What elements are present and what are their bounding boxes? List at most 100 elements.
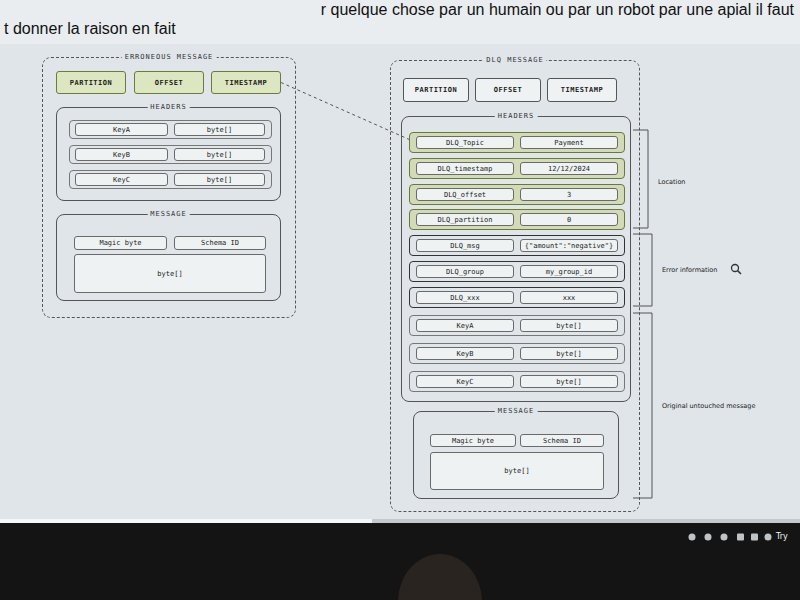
progress-bar (0, 519, 372, 523)
field-text: {"amount":"negative"} (525, 242, 614, 250)
field-box: byte[] (430, 452, 604, 490)
field-box: {"amount":"negative"} (520, 239, 618, 252)
field-box: 12/12/2024 (520, 162, 618, 175)
field-box: DLQ_partition (416, 213, 514, 226)
field-text: byte[] (504, 467, 529, 475)
field-box: my_group_id (520, 265, 618, 278)
field-box: xxx (520, 291, 618, 304)
field-text: byte[] (207, 176, 232, 184)
section-box: HEADERSKeyAbyte[]KeyBbyte[]KeyCbyte[] (56, 107, 281, 201)
field-text: DLQ_msg (450, 242, 480, 250)
field-text: byte[] (556, 350, 581, 358)
zoom-icon (732, 265, 742, 275)
field-box: byte[] (174, 148, 265, 161)
field-box: 3 (520, 188, 618, 201)
field-text: 12/12/2024 (548, 165, 590, 173)
field-text: DLQ_offset (444, 191, 486, 199)
field-text: Schema ID (543, 437, 581, 445)
field-text: TIMESTAMP (561, 86, 603, 94)
field-text: 0 (567, 216, 571, 224)
subtitle-text: r quelque chose par un humain ou par un … (321, 1, 794, 19)
field-text: Magic byte (99, 239, 141, 247)
bracket-label: Error information (662, 266, 717, 274)
bracket-label: Original untouched message (662, 402, 755, 410)
dashed-connector (281, 83, 416, 143)
field-box: byte[] (520, 375, 618, 388)
highlighted-field: TIMESTAMP (211, 71, 281, 94)
field-text: 3 (567, 191, 571, 199)
field-box: Schema ID (174, 236, 266, 250)
field-box: DLQ_group (416, 265, 514, 278)
section-box: MESSAGEMagic byteSchema IDbyte[] (56, 214, 281, 301)
field-text: byte[] (157, 270, 182, 278)
field-box: byte[] (520, 319, 618, 332)
field-box: DLQ_xxx (416, 291, 514, 304)
field-box: DLQ_Topic (416, 136, 514, 149)
field-box: byte[] (520, 347, 618, 360)
field-text: KeyB (113, 151, 130, 159)
subtitle-text: t donner la raison en fait (4, 20, 176, 38)
subtitle-band (0, 0, 800, 44)
field-text: DLQ_partition (438, 216, 493, 224)
progress-track (0, 519, 800, 523)
field-text: DLQ_group (446, 268, 484, 276)
field-box: Magic byte (430, 434, 516, 447)
field-box: PARTITION (403, 78, 469, 102)
field-text: my_group_id (546, 268, 592, 276)
field-box: byte[] (174, 173, 265, 186)
field-box: KeyA (416, 319, 514, 332)
field-box: byte[] (74, 254, 266, 293)
audience-head (398, 554, 482, 600)
field-text: PARTITION (415, 86, 457, 94)
field-text: byte[] (207, 126, 232, 134)
field-box: TIMESTAMP (547, 78, 617, 102)
field-text: DLQ_xxx (450, 294, 480, 302)
field-text: byte[] (556, 378, 581, 386)
field-text: Magic byte (452, 437, 494, 445)
field-text: DLQ_timestamp (438, 165, 493, 173)
field-box: OFFSET (475, 78, 541, 102)
field-box: Magic byte (74, 236, 167, 250)
field-text: xxx (563, 294, 576, 302)
field-box: Payment (520, 136, 618, 149)
field-text: Schema ID (201, 239, 239, 247)
highlighted-field: OFFSET (134, 71, 204, 94)
field-box: KeyC (416, 375, 514, 388)
field-text: Payment (554, 139, 584, 147)
toolbar-icons (689, 534, 772, 541)
field-text: KeyB (457, 350, 474, 358)
section-title: MESSAGE (147, 210, 190, 218)
field-text: PARTITION (70, 79, 112, 87)
location-bracket (633, 130, 648, 228)
field-text: byte[] (556, 322, 581, 330)
section-title: HEADERS (147, 103, 190, 111)
field-text: TIMESTAMP (225, 79, 267, 87)
message-frame: DLQ MESSAGEPARTITIONOFFSETTIMESTAMPHEADE… (390, 60, 640, 512)
section-title: HEADERS (495, 112, 538, 120)
field-text: OFFSET (155, 79, 183, 87)
field-box: KeyA (75, 123, 168, 136)
field-box: KeyC (75, 173, 168, 186)
field-box: KeyB (416, 347, 514, 360)
message-frame: ERRONEOUS MESSAGEPARTITIONOFFSETTIMESTAM… (42, 57, 296, 318)
original-bracket (633, 313, 652, 498)
error-bracket (633, 234, 652, 306)
highlighted-field: PARTITION (56, 71, 126, 94)
field-text: KeyC (457, 378, 474, 386)
section-box: MESSAGEMagic byteSchema IDbyte[] (413, 411, 619, 499)
field-box: DLQ_msg (416, 239, 514, 252)
field-box: Schema ID (520, 434, 604, 447)
field-text: byte[] (207, 151, 232, 159)
field-text: OFFSET (494, 86, 522, 94)
field-box: DLQ_offset (416, 188, 514, 201)
bracket-label: Location (658, 178, 686, 186)
field-text: DLQ_Topic (446, 139, 484, 147)
section-title: ERRONEOUS MESSAGE (122, 53, 217, 61)
section-title: MESSAGE (495, 407, 538, 415)
field-box: KeyB (75, 148, 168, 161)
field-box: 0 (520, 213, 618, 226)
field-text: KeyC (113, 176, 130, 184)
section-title: DLQ MESSAGE (483, 56, 546, 64)
field-box: byte[] (174, 123, 265, 136)
field-box: DLQ_timestamp (416, 162, 514, 175)
